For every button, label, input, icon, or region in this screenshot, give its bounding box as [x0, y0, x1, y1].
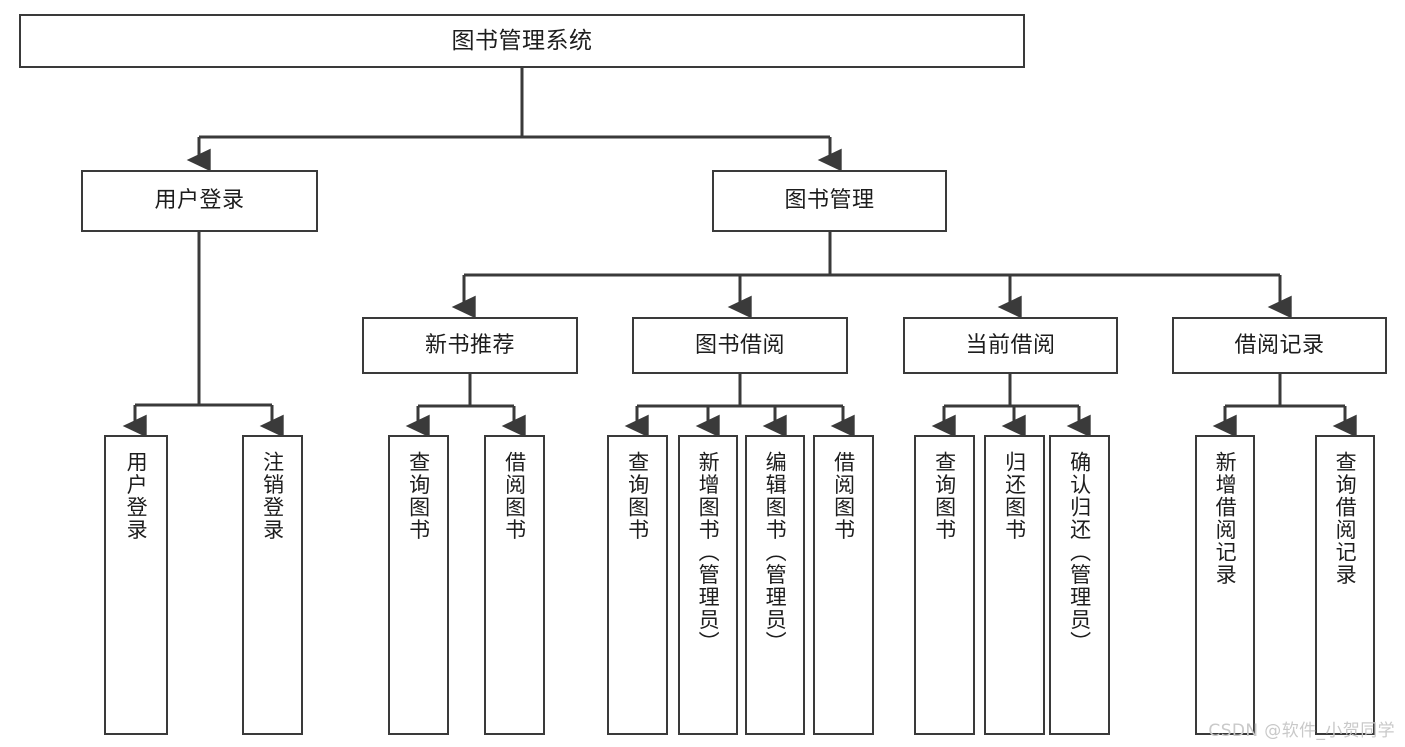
leaf-borrow-book[interactable]: 借阅图书: [813, 435, 874, 735]
leaf-query-book-recommend[interactable]: 查询图书: [388, 435, 449, 735]
leaf-logout-label: 注销登录: [260, 451, 285, 541]
leaf-query-borrow-record-label: 查询借阅记录: [1333, 451, 1358, 586]
leaf-borrow-book-label: 借阅图书: [831, 451, 856, 541]
node-current-borrow-label: 当前借阅: [965, 332, 1056, 358]
leaf-borrow-book-recommend[interactable]: 借阅图书: [484, 435, 545, 735]
node-borrow-record[interactable]: 借阅记录: [1172, 317, 1387, 374]
node-book-management-label: 图书管理: [784, 188, 875, 214]
leaf-edit-book-admin-label: 编辑图书（管理员）: [763, 451, 788, 654]
csdn-watermark: CSDN @软件_小贺同学: [1208, 721, 1395, 741]
leaf-return-book[interactable]: 归还图书: [984, 435, 1045, 735]
node-root[interactable]: 图书管理系统: [19, 14, 1025, 68]
leaf-query-book-borrow-label: 查询图书: [625, 451, 650, 541]
leaf-user-login-label: 用户登录: [124, 451, 149, 541]
node-current-borrow[interactable]: 当前借阅: [903, 317, 1118, 374]
leaf-query-book-current[interactable]: 查询图书: [914, 435, 975, 735]
leaf-query-borrow-record[interactable]: 查询借阅记录: [1315, 435, 1375, 735]
node-user-login-label: 用户登录: [154, 188, 245, 214]
node-user-login[interactable]: 用户登录: [81, 170, 318, 232]
leaf-confirm-return-admin[interactable]: 确认归还（管理员）: [1049, 435, 1110, 735]
leaf-logout[interactable]: 注销登录: [242, 435, 303, 735]
leaf-query-book-current-label: 查询图书: [932, 451, 957, 541]
node-new-book-recommend-label: 新书推荐: [424, 332, 515, 358]
node-borrow-record-label: 借阅记录: [1234, 332, 1325, 358]
node-book-borrow[interactable]: 图书借阅: [632, 317, 848, 374]
leaf-add-book-admin[interactable]: 新增图书（管理员）: [678, 435, 738, 735]
leaf-borrow-book-recommend-label: 借阅图书: [502, 451, 527, 541]
leaf-query-book-recommend-label: 查询图书: [406, 451, 431, 541]
leaf-return-book-label: 归还图书: [1002, 451, 1027, 541]
node-new-book-recommend[interactable]: 新书推荐: [362, 317, 578, 374]
leaf-confirm-return-admin-label: 确认归还（管理员）: [1067, 451, 1092, 654]
leaf-user-login[interactable]: 用户登录: [104, 435, 168, 735]
node-book-borrow-label: 图书借阅: [694, 332, 785, 358]
leaf-add-borrow-record-label: 新增借阅记录: [1213, 451, 1238, 586]
leaf-add-borrow-record[interactable]: 新增借阅记录: [1195, 435, 1255, 735]
leaf-edit-book-admin[interactable]: 编辑图书（管理员）: [745, 435, 805, 735]
leaf-query-book-borrow[interactable]: 查询图书: [607, 435, 668, 735]
node-root-label: 图书管理系统: [451, 27, 593, 54]
leaf-add-book-admin-label: 新增图书（管理员）: [696, 451, 721, 654]
node-book-management[interactable]: 图书管理: [712, 170, 947, 232]
